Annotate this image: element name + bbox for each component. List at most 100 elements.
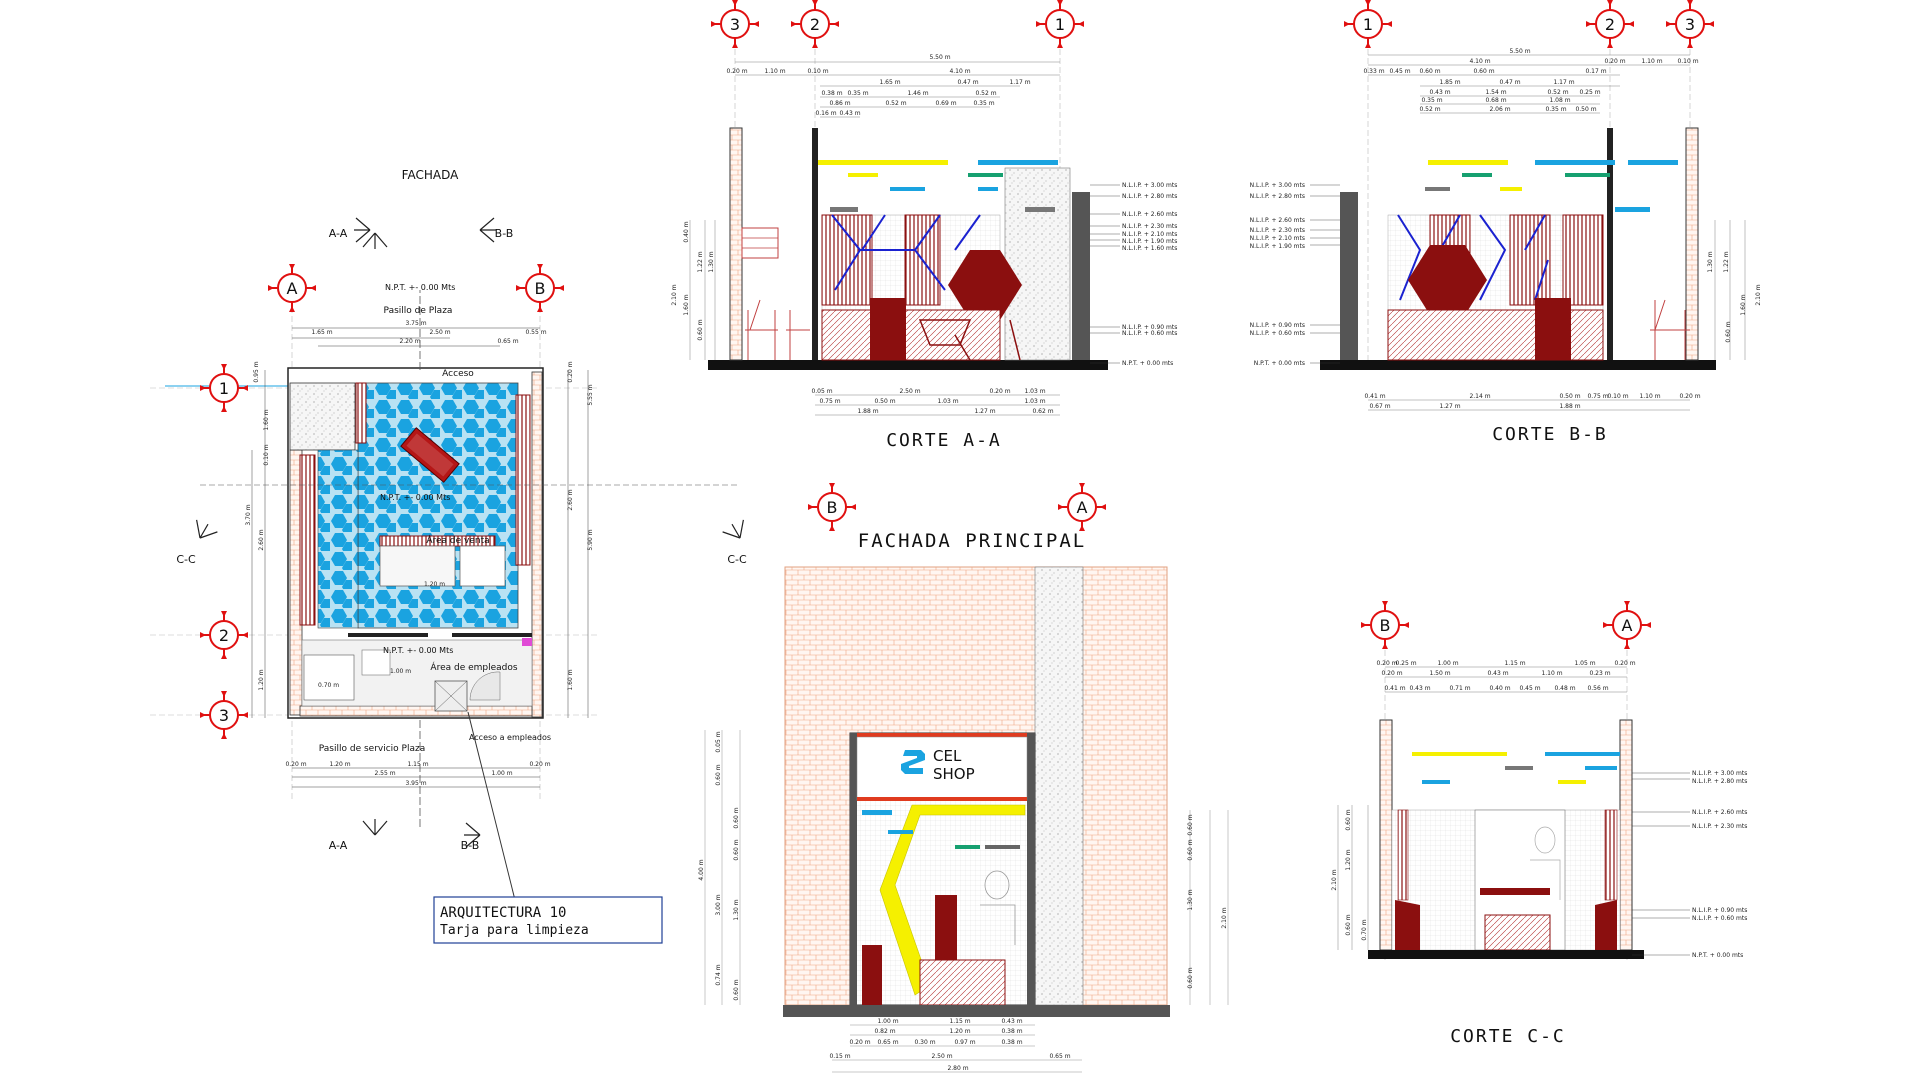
facade-axis-a: A xyxy=(1077,498,1088,517)
dim: 0.10 m xyxy=(1607,393,1628,400)
dim: 0.52 m xyxy=(1547,89,1568,96)
npt-label-sales: N.P.T. +- 0.00 Mts xyxy=(380,493,450,502)
dim: 0.74 m xyxy=(715,964,722,985)
dim: 1.20 m xyxy=(258,669,265,690)
dim: 0.60 m xyxy=(697,319,704,340)
dim: 0.16 m xyxy=(815,110,836,117)
npt-label-employees: N.P.T. +- 0.00 Mts xyxy=(383,646,453,655)
plan-fachada-label: FACHADA xyxy=(402,168,459,182)
axis-a-label: A xyxy=(287,279,298,298)
dim: 2.50 m xyxy=(429,329,450,336)
plan-section-cc-left: C-C xyxy=(176,553,196,566)
level: N.L.I.P. + 2.80 mts xyxy=(1250,193,1305,200)
level: N.L.I.P. + 3.00 mts xyxy=(1250,182,1305,189)
level: N.L.I.P. + 2.80 mts xyxy=(1122,193,1177,200)
level: N.L.I.P. + 2.80 mts xyxy=(1692,778,1747,785)
dim: 0.97 m xyxy=(954,1039,975,1046)
dim: 0.40 m xyxy=(683,221,690,242)
level: N.L.I.P. + 2.10 mts xyxy=(1250,235,1305,242)
dim: 2.10 m xyxy=(1755,284,1762,305)
dim: 0.35 m xyxy=(973,100,994,107)
dim: 0.20 m xyxy=(1376,660,1397,667)
dim: 0.50 m xyxy=(874,398,895,405)
dim: 0.10 m xyxy=(1677,58,1698,65)
dim: 0.43 m xyxy=(1487,670,1508,677)
dim: 0.35 m xyxy=(1545,106,1566,113)
dim: 0.60 m xyxy=(1345,914,1352,935)
level: N.L.I.P. + 2.30 mts xyxy=(1250,227,1305,234)
level: N.L.I.P. + 2.60 mts xyxy=(1692,809,1747,816)
dim: 3.70 m xyxy=(245,504,252,525)
dim: 2.50 m xyxy=(899,388,920,395)
level: N.L.I.P. + 3.00 mts xyxy=(1122,182,1177,189)
dim: 0.75 m xyxy=(1587,393,1608,400)
dim: 0.41 m xyxy=(1364,393,1385,400)
dim: 0.60 m xyxy=(1187,839,1194,860)
dim: 3.95 m xyxy=(405,780,426,787)
dim: 1.10 m xyxy=(1641,58,1662,65)
dim: 0.52 m xyxy=(885,100,906,107)
note-box: ARQUITECTURA 10 Tarja para limpieza xyxy=(433,896,663,944)
level: N.L.I.P. + 3.00 mts xyxy=(1692,770,1747,777)
cc-level-labels: N.L.I.P. + 3.00 mts N.L.I.P. + 2.80 mts … xyxy=(1632,770,1747,959)
dim: 0.20 m xyxy=(1381,670,1402,677)
aa-axis-1: 1 xyxy=(1055,15,1065,34)
dim: 2.14 m xyxy=(1469,393,1490,400)
level: N.L.I.P. + 0.90 mts xyxy=(1122,324,1177,331)
dim: 5.50 m xyxy=(1509,48,1530,55)
dim: 1.03 m xyxy=(1024,398,1045,405)
dim: 1.10 m xyxy=(1639,393,1660,400)
dim: 2.60 m xyxy=(567,489,574,510)
dim: 0.65 m xyxy=(877,1039,898,1046)
dim: 1.30 m xyxy=(1187,889,1194,910)
dim: 0.69 m xyxy=(935,100,956,107)
dim: 0.71 m xyxy=(1449,685,1470,692)
dim: 0.38 m xyxy=(1001,1039,1022,1046)
dim: 1.65 m xyxy=(311,329,332,336)
level: N.L.I.P. + 2.30 mts xyxy=(1692,823,1747,830)
dim: 3.00 m xyxy=(715,894,722,915)
dim: 0.95 m xyxy=(253,361,260,382)
dim: 0.68 m xyxy=(1485,97,1506,104)
level: N.L.I.P. + 1.90 mts xyxy=(1122,238,1177,245)
section-aa: 3 2 1 5.50 m 0.20 m 1.10 m 0.10 m 4.10 m… xyxy=(671,0,1177,451)
dim: 1.20 m xyxy=(949,1028,970,1035)
dim: 0.10 m xyxy=(263,444,270,465)
dim: 0.43 m xyxy=(1429,89,1450,96)
dim: 0.20 m xyxy=(849,1039,870,1046)
dim: 3.75 m xyxy=(405,320,426,327)
dim: 1.88 m xyxy=(857,408,878,415)
dim: 0.17 m xyxy=(1585,68,1606,75)
dim: 1.27 m xyxy=(1439,403,1460,410)
dim: 1.08 m xyxy=(1549,97,1570,104)
note-line-1: ARQUITECTURA 10 xyxy=(440,905,566,921)
dim: 1.22 m xyxy=(697,251,704,272)
bb-axis-1: 1 xyxy=(1363,15,1373,34)
area-empleados-label: Área de empleados xyxy=(430,661,517,673)
dim: 0.40 m xyxy=(1489,685,1510,692)
dim: 0.35 m xyxy=(847,90,868,97)
dim: 5.50 m xyxy=(929,54,950,61)
floor-plan: FACHADA A-A B-B A-A B-B C-C C-C N.P.T. +… xyxy=(150,168,751,921)
dim: 1.30 m xyxy=(708,251,715,272)
axis-b-label: B xyxy=(535,279,546,298)
dim: 1.20 m xyxy=(424,581,445,588)
acceso-empleados-label: Acceso a empleados xyxy=(469,733,551,742)
level: N.L.I.P. + 2.10 mts xyxy=(1122,231,1177,238)
level: N.L.I.P. + 1.60 mts xyxy=(1122,245,1177,252)
dim: 1.15 m xyxy=(407,761,428,768)
axis-2-label: 2 xyxy=(219,626,229,645)
level: N.L.I.P. + 0.90 mts xyxy=(1692,907,1747,914)
dim: 0.48 m xyxy=(1554,685,1575,692)
dim: 0.82 m xyxy=(874,1028,895,1035)
dim: 1.60 m xyxy=(263,409,270,430)
section-bb: 1 2 3 5.50 m 0.20 m 1.10 m 0.10 m 4.10 m… xyxy=(1250,0,1762,445)
dim: 0.20 m xyxy=(726,68,747,75)
level: N.P.T. + 0.00 mts xyxy=(1692,952,1743,959)
dim: 0.60 m xyxy=(1187,967,1194,988)
dim: 2.10 m xyxy=(671,284,678,305)
plan-section-cc-right: C-C xyxy=(727,553,747,566)
level: N.P.T. + 0.00 mts xyxy=(1122,360,1173,367)
dim: 0.86 m xyxy=(829,100,850,107)
dim: 0.05 m xyxy=(811,388,832,395)
